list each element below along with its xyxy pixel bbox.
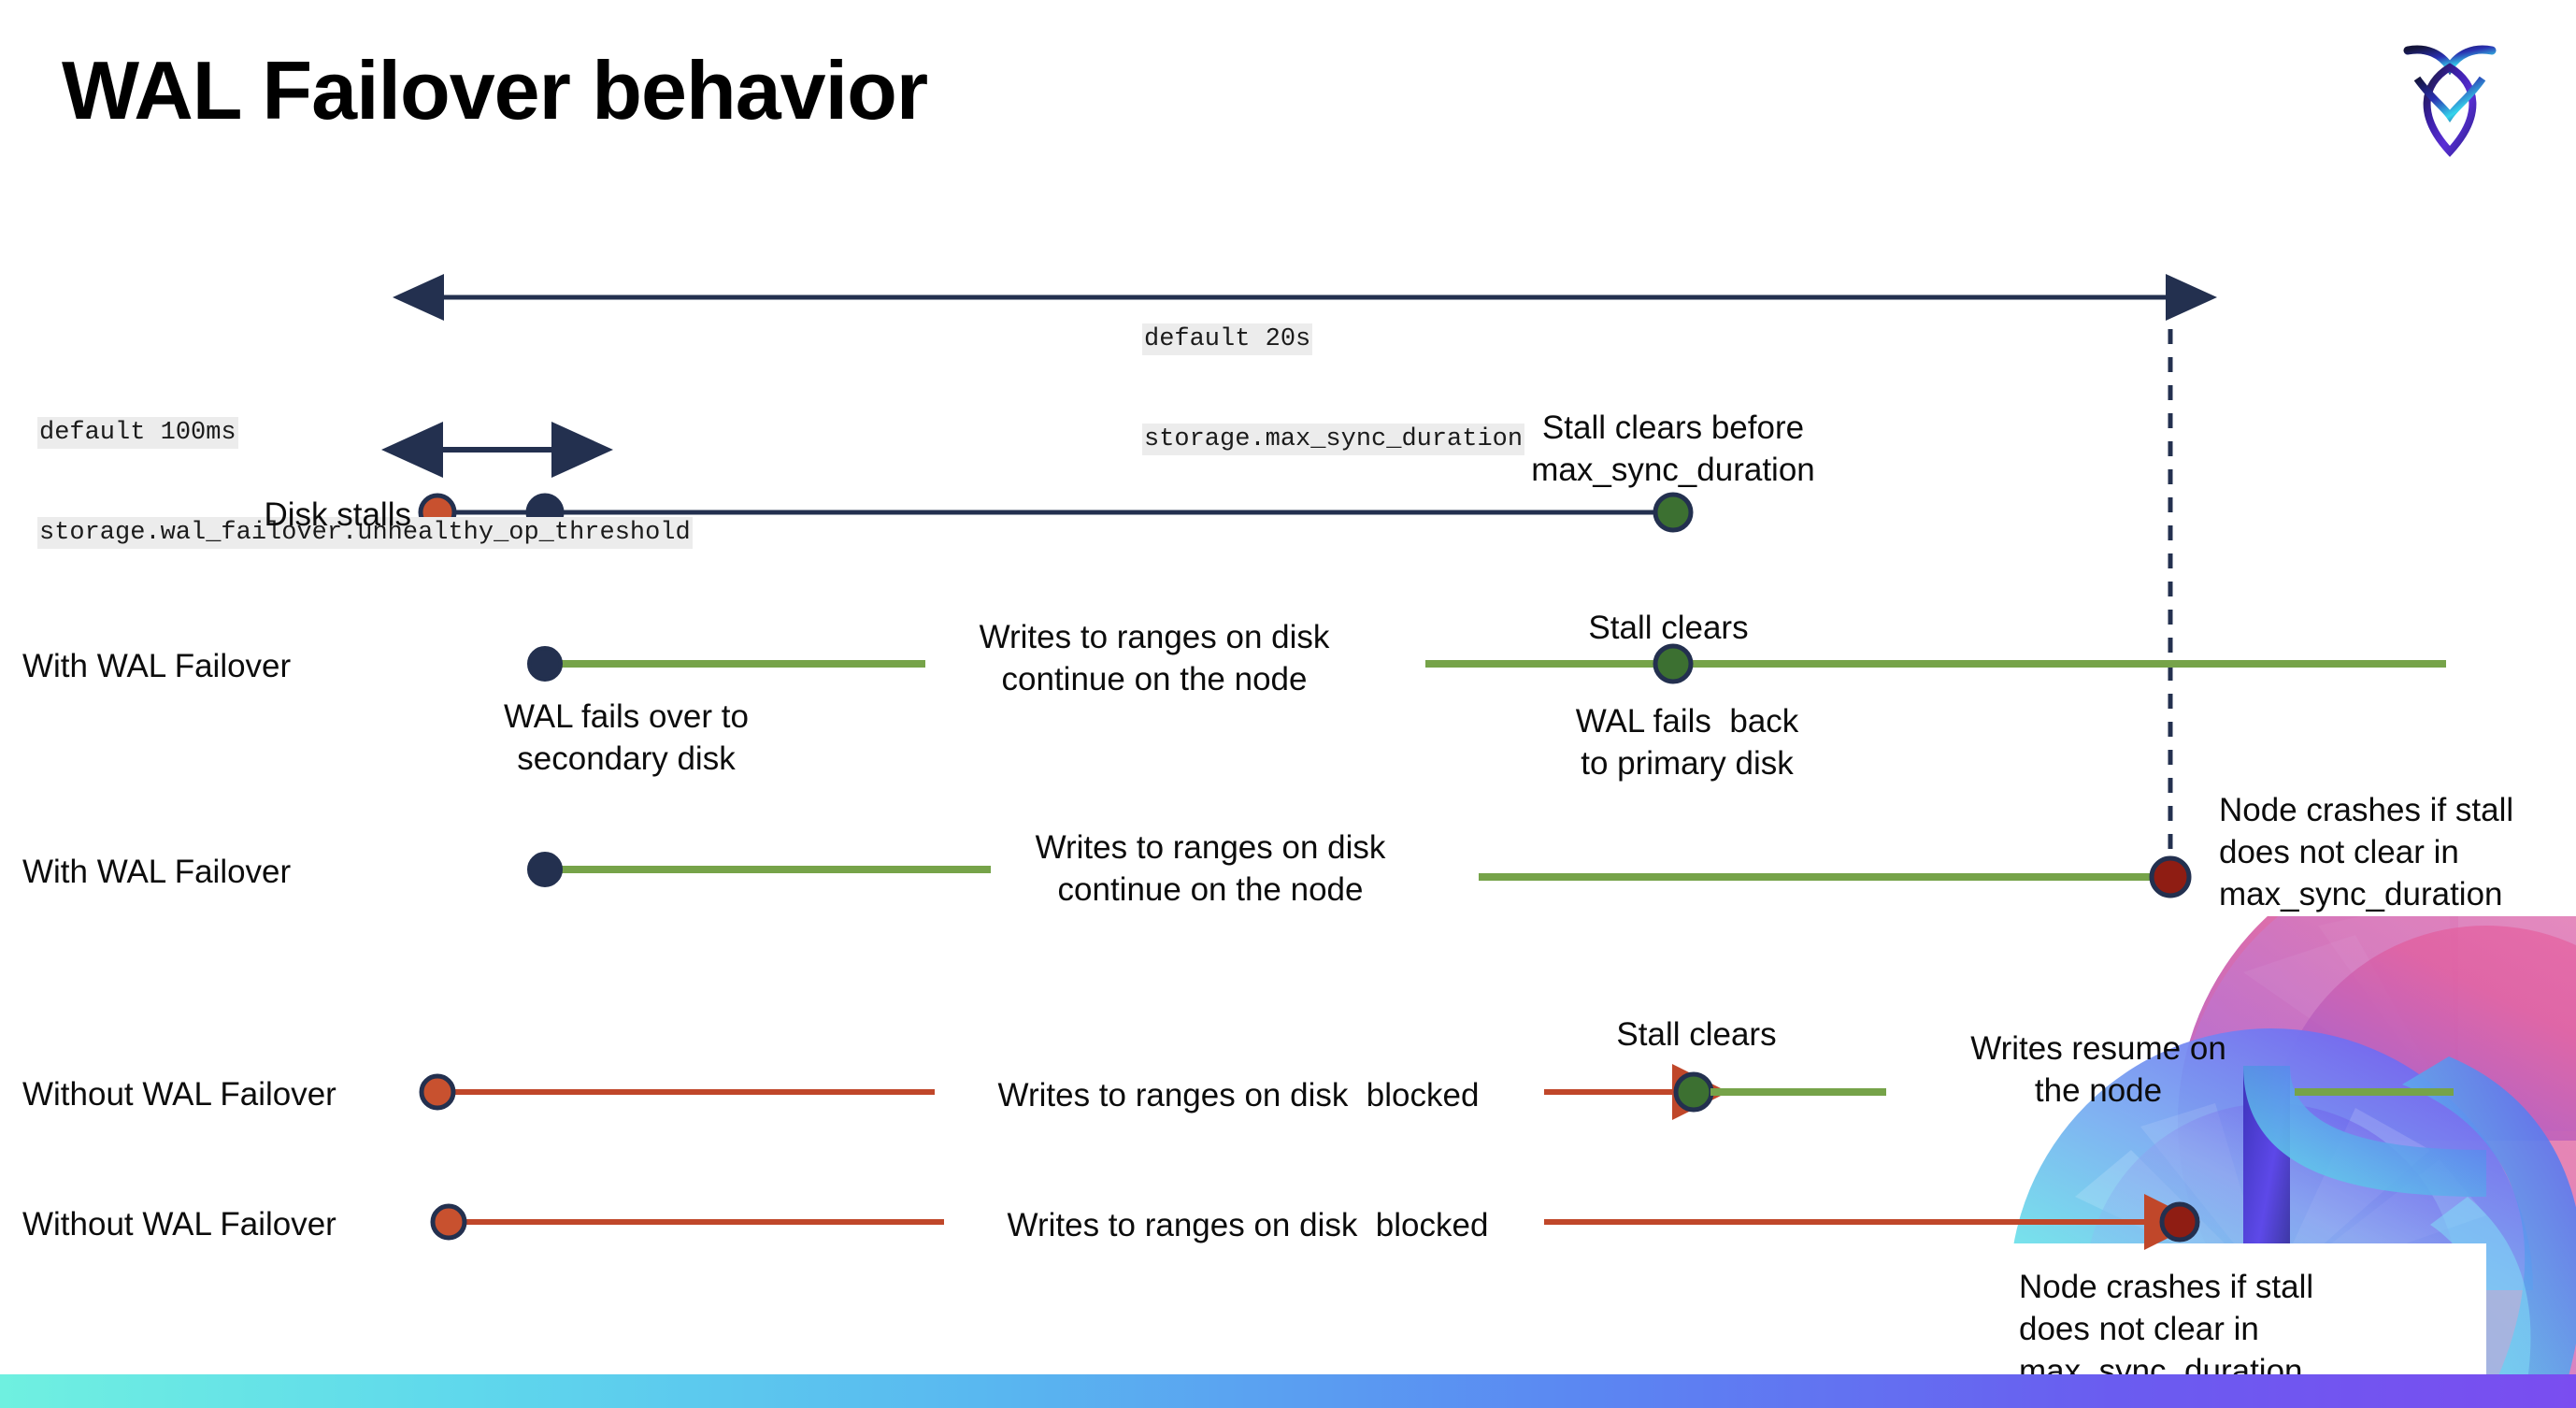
- unhealthy-op-default-line: default 100ms: [37, 417, 238, 450]
- row-label-with-wal-failover-1: With WAL Failover: [22, 648, 292, 684]
- page-title: WAL Failover behavior: [62, 44, 928, 136]
- bottom-gradient-bar: [0, 1374, 2576, 1408]
- row-label-without-wal-failover-1: Without WAL Failover: [22, 1076, 336, 1113]
- note-writes-continue-1: Writes to ranges on disk continue on the…: [979, 619, 1330, 697]
- max-sync-duration-annotation: default 20s storage.max_sync_duration: [1142, 257, 1525, 524]
- note-stall-clears-1: Stall clears: [1588, 610, 1749, 646]
- max-sync-setting-line: storage.max_sync_duration: [1142, 424, 1525, 456]
- unhealthy-op-setting-line: storage.wal_failover.unhealthy_op_thresh…: [37, 517, 693, 550]
- row-label-without-wal-failover-2: Without WAL Failover: [22, 1206, 336, 1243]
- row-label-with-wal-failover-2: With WAL Failover: [22, 854, 292, 890]
- note-writes-continue-2: Writes to ranges on disk continue on the…: [1035, 829, 1386, 908]
- note-wal-fails-over: WAL fails over to secondary disk: [504, 698, 749, 777]
- note-stall-clears-2: Stall clears: [1616, 1016, 1777, 1053]
- note-writes-blocked-2: Writes to ranges on disk blocked: [1007, 1207, 1489, 1243]
- cockroachdb-logo-icon: [2389, 30, 2511, 161]
- row-label-disk-stalls: Disk stalls: [264, 496, 411, 533]
- note-writes-resume: Writes resume on the node: [1970, 1030, 2226, 1109]
- max-sync-default-line: default 20s: [1142, 323, 1313, 356]
- note-node-crashes-1: Node crashes if stall does not clear in …: [2219, 792, 2514, 912]
- unhealthy-op-threshold-annotation: default 100ms storage.wal_failover.unhea…: [37, 351, 693, 617]
- note-wal-fails-back: WAL fails back to primary disk: [1575, 703, 1799, 782]
- note-stall-clears-before: Stall clears before max_sync_duration: [1531, 409, 1815, 488]
- note-writes-blocked-1: Writes to ranges on disk blocked: [997, 1077, 1480, 1113]
